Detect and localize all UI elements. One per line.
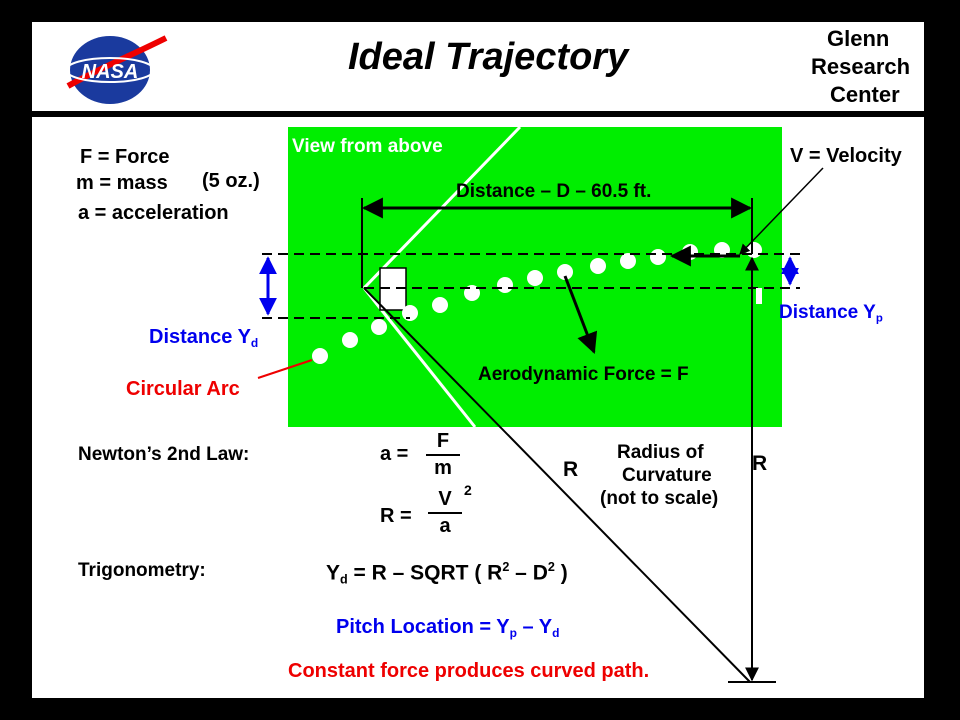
velocity-pointer — [739, 167, 824, 255]
newton-label: Newton’s 2nd Law: — [78, 444, 250, 465]
nasa-logo: NASA — [65, 35, 168, 104]
pitch-marker — [756, 288, 762, 304]
circular-arc-pointer — [257, 359, 313, 379]
r-label-diagonal: R — [563, 458, 579, 481]
pitch-location: Pitch Location = Yp – Yd — [336, 616, 560, 641]
white-diagonal-line-lower — [362, 287, 477, 428]
radius-label-2: Curvature — [622, 465, 712, 486]
def-accel: a = acceleration — [78, 202, 229, 224]
distance-yp-label: Distance Yp — [779, 302, 883, 325]
header-rule — [32, 111, 924, 117]
aero-force-arrow — [563, 275, 598, 354]
page-title: Ideal Trajectory — [348, 36, 629, 78]
org-line-3: Center — [830, 82, 900, 107]
distance-yd-label: Distance Yd — [149, 326, 259, 351]
org-line-2: Research — [811, 54, 911, 79]
circular-arc-label: Circular Arc — [126, 378, 240, 400]
eq-r-lhs: R = — [380, 505, 412, 527]
svg-text:NASA: NASA — [82, 61, 139, 83]
radius-diagonal-line — [363, 287, 751, 683]
def-mass-value: (5 oz.) — [202, 170, 260, 192]
def-force: F = Force — [80, 146, 170, 168]
radius-label-3: (not to scale) — [600, 488, 719, 509]
def-mass: m = mass — [76, 172, 168, 194]
velocity-label: V = Velocity — [790, 145, 902, 167]
aero-force-label: Aerodynamic Force = F — [478, 364, 689, 385]
org-line-1: Glenn — [827, 26, 890, 51]
trig-label: Trigonometry: — [78, 560, 206, 581]
distance-d-label: Distance – D – 60.5 ft. — [456, 181, 652, 202]
eq-a-lhs: a = — [380, 443, 409, 465]
conclusion-text: Constant force produces curved path. — [288, 660, 650, 682]
radius-label-1: Radius of — [617, 442, 704, 463]
trig-equation: Yd = R – SQRT ( R2 – D2 ) — [326, 560, 568, 587]
view-label: View from above — [292, 136, 443, 157]
eq-r-exponent: 2 — [464, 482, 472, 498]
r-label-vertical: R — [752, 452, 768, 475]
